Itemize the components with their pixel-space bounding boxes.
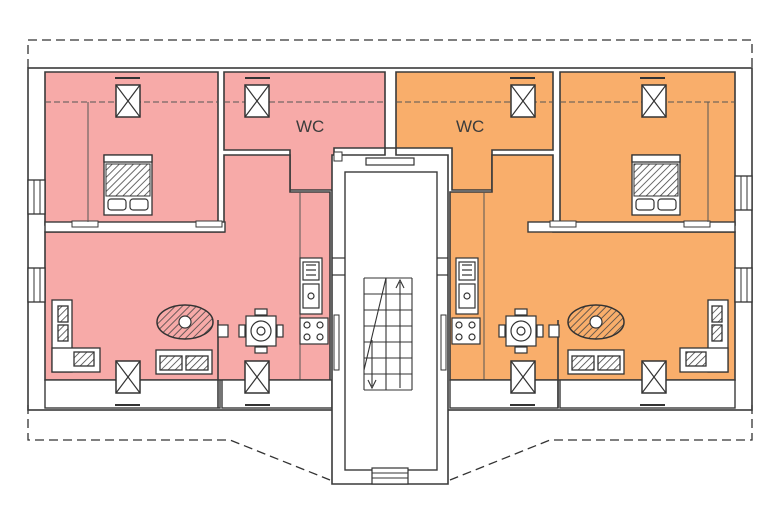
window-icon bbox=[734, 267, 753, 303]
sofa-icon bbox=[155, 349, 213, 375]
unit-left: WC bbox=[27, 71, 386, 409]
ventilation-shaft-icon bbox=[115, 360, 141, 394]
ventilation-shaft-icon bbox=[510, 360, 536, 394]
ventilation-shaft-icon bbox=[510, 84, 536, 118]
ventilation-shaft-icon bbox=[115, 84, 141, 118]
window-icon bbox=[371, 467, 409, 485]
bed-icon bbox=[103, 154, 153, 216]
window-icon bbox=[734, 175, 753, 211]
oval-table-icon bbox=[567, 304, 625, 340]
dining-table-icon bbox=[498, 308, 544, 354]
sink-icon bbox=[299, 257, 323, 315]
ventilation-shaft-icon bbox=[641, 84, 667, 118]
armchair-sofa-icon bbox=[51, 299, 101, 373]
sink-icon bbox=[455, 257, 479, 315]
bed-icon bbox=[631, 154, 681, 216]
stove-icon bbox=[451, 317, 481, 345]
unit-right: WC bbox=[395, 71, 753, 409]
stove-icon bbox=[299, 317, 329, 345]
wc-label-left: WC bbox=[296, 117, 324, 136]
sofa-icon bbox=[567, 349, 625, 375]
stair-core bbox=[331, 147, 449, 485]
dashed-outline bbox=[27, 39, 753, 481]
ventilation-shaft-icon bbox=[244, 84, 270, 118]
oval-table-icon bbox=[156, 304, 214, 340]
ventilation-shaft-icon bbox=[244, 360, 270, 394]
window-icon bbox=[27, 267, 46, 303]
ventilation-shaft-icon bbox=[641, 360, 667, 394]
wc-label-right: WC bbox=[456, 117, 484, 136]
dining-table-icon bbox=[238, 308, 284, 354]
staircase-icon bbox=[363, 277, 413, 391]
window-icon bbox=[27, 179, 46, 215]
armchair-sofa-icon bbox=[679, 299, 729, 373]
